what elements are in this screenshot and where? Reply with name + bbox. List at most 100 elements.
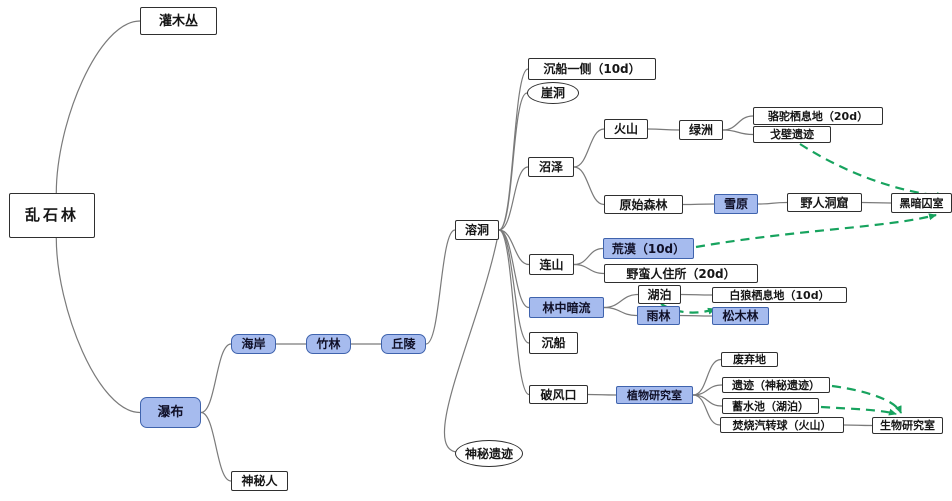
edge-yulin-to-songmulin: [679, 314, 713, 317]
node-label: 沉船一侧（10d）: [543, 62, 641, 76]
node-pofengkou[interactable]: 破风口: [529, 385, 588, 404]
edge-rongdong-to-linzhonganliu: [498, 229, 530, 309]
edge-pofengkou-to-zhiwu: [587, 393, 617, 396]
edge-zhiwu-to-feiqidi: [692, 358, 722, 396]
node-label: 灌木丛: [158, 13, 198, 29]
edge-luanshilin-to-guanmucong: [55, 20, 141, 194]
node-label: 雨林: [646, 308, 671, 323]
edge-rongdong-to-pofengkou: [498, 229, 530, 396]
edge-zhaoze-to-huoshan: [573, 128, 605, 168]
dashed-arrow-gebi-to-heianqiushi: [799, 143, 945, 200]
edge-pubu-to-haian: [200, 343, 232, 414]
node-label: 野人洞窟: [800, 195, 849, 210]
node-lianshan[interactable]: 连山: [529, 254, 574, 275]
node-gebi[interactable]: 戈壁遗迹: [753, 126, 831, 143]
node-yiji[interactable]: 遗迹（神秘遗迹）: [722, 377, 830, 393]
node-label: 竹林: [316, 337, 341, 351]
edge-qiuling-to-rongdong: [425, 229, 456, 345]
node-label: 沼泽: [538, 160, 563, 174]
edge-hupo-to-bailang: [680, 293, 713, 296]
edge-lvzhou-to-gebi: [722, 129, 754, 136]
node-hupo[interactable]: 湖泊: [638, 285, 681, 304]
edge-rongdong-to-chenchuanyice: [498, 68, 529, 231]
edges-group: [55, 20, 945, 482]
node-linzhonganliu[interactable]: 林中暗流: [529, 297, 604, 318]
node-label: 野蛮人住所（20d）: [626, 266, 736, 281]
node-bailang[interactable]: 白狼栖息地（10d）: [712, 287, 847, 303]
node-yuanshisenlin[interactable]: 原始森林: [604, 195, 683, 214]
edge-rongdong-to-shenmiyiji: [443, 239, 498, 453]
node-chenchuanyice[interactable]: 沉船一侧（10d）: [528, 58, 656, 80]
edge-huoshan-to-lvzhou: [647, 128, 680, 131]
node-label: 沉船: [541, 336, 566, 350]
node-lvzhou[interactable]: 绿洲: [679, 120, 723, 140]
node-label: 松木林: [722, 309, 759, 323]
node-huoshan[interactable]: 火山: [604, 119, 648, 139]
edge-rongdong-to-yadong: [498, 92, 528, 231]
edge-linzhonganliu-to-yulin: [603, 306, 638, 317]
node-zhaoze[interactable]: 沼泽: [528, 157, 574, 177]
node-haian[interactable]: 海岸: [231, 334, 276, 354]
node-label: 黑暗囚室: [899, 196, 944, 210]
node-label: 废弃地: [733, 353, 766, 366]
edge-rongdong-to-lianshan: [498, 229, 530, 266]
node-label: 生物研究室: [880, 419, 935, 432]
edge-zhaoze-to-yuanshisenlin: [573, 166, 605, 206]
node-yerendongku[interactable]: 野人洞窟: [787, 193, 862, 212]
edge-yuanshisenlin-to-xueyuan: [682, 203, 715, 206]
edge-pubu-to-shenmiren: [200, 411, 232, 482]
node-label: 绿洲: [688, 123, 713, 137]
node-shenmiren[interactable]: 神秘人: [231, 471, 288, 491]
node-label: 白狼栖息地（10d）: [729, 288, 830, 302]
node-label: 乱石林: [24, 206, 79, 224]
node-label: 遗迹（神秘遗迹）: [732, 378, 820, 392]
edge-linzhonganliu-to-hupo: [603, 293, 639, 309]
node-yulin[interactable]: 雨林: [637, 306, 680, 325]
node-yadong[interactable]: 崖洞: [527, 82, 579, 104]
node-feiqidi[interactable]: 废弃地: [721, 352, 778, 367]
node-guanmucong[interactable]: 灌木丛: [140, 7, 217, 35]
edge-yerendongku-to-heianqiushi: [861, 201, 892, 204]
node-label: 瀑布: [157, 405, 184, 420]
node-shenmiyiji[interactable]: 神秘遗迹: [455, 440, 523, 467]
node-xushuichi[interactable]: 蓄水池（湖泊）: [722, 398, 819, 414]
edge-xueyuan-to-yerendongku: [757, 201, 788, 205]
node-label: 焚烧汽转球（火山）: [732, 418, 832, 432]
node-pubu[interactable]: 瀑布: [140, 397, 201, 428]
node-heianqiushi[interactable]: 黑暗囚室: [891, 193, 952, 213]
node-label: 溶洞: [464, 223, 489, 237]
node-qiuling[interactable]: 丘陵: [381, 334, 426, 354]
edge-luanshilin-to-pubu: [55, 237, 141, 414]
node-label: 湖泊: [647, 287, 672, 302]
node-label: 神秘遗迹: [464, 446, 513, 461]
edge-zhiwu-to-fenshao: [692, 394, 721, 426]
node-label: 戈壁遗迹: [770, 128, 814, 141]
node-label: 火山: [613, 122, 638, 136]
node-fenshao[interactable]: 焚烧汽转球（火山）: [720, 417, 844, 433]
node-label: 神秘人: [241, 474, 278, 488]
node-xueyuan[interactable]: 雪原: [714, 194, 758, 214]
node-chenchuan[interactable]: 沉船: [529, 332, 578, 354]
node-label: 蓄水池（湖泊）: [732, 399, 809, 413]
node-label: 连山: [539, 257, 564, 272]
node-huangmo[interactable]: 荒漠（10d）: [603, 238, 694, 259]
node-shengwu[interactable]: 生物研究室: [872, 417, 943, 434]
node-zhulin[interactable]: 竹林: [306, 334, 351, 354]
node-label: 林中暗流: [542, 300, 591, 315]
node-luanshilin[interactable]: 乱石林: [9, 193, 95, 238]
dashed-arrow-huangmo-to-heianqiushi: [695, 213, 937, 249]
dashed-arrow-xushuichi-to-shengwu: [820, 405, 897, 416]
node-label: 植物研究室: [627, 388, 682, 402]
node-zhiwu[interactable]: 植物研究室: [616, 386, 693, 404]
node-yemanren[interactable]: 野蛮人住所（20d）: [604, 264, 758, 283]
node-label: 丘陵: [391, 337, 416, 351]
dashed-arrow-yiji-to-shengwu: [831, 384, 903, 414]
node-luotuo[interactable]: 骆驼栖息地（20d）: [753, 107, 883, 125]
node-label: 破风口: [540, 387, 577, 402]
node-rongdong[interactable]: 溶洞: [455, 220, 499, 240]
node-label: 雪原: [723, 197, 748, 211]
edge-lianshan-to-yemanren: [573, 263, 605, 275]
node-songmulin[interactable]: 松木林: [712, 307, 769, 325]
